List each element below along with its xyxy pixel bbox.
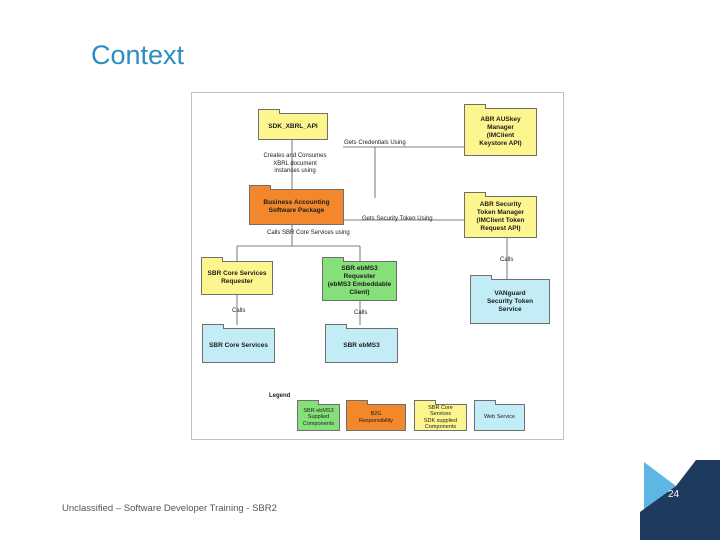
- calls-ebms3-label: Calls: [354, 310, 368, 316]
- core-services-requester-label: SBR Core Services Requester: [207, 270, 267, 285]
- ebms3-requester-box: SBR ebMS3 Requester (ebMS3 Embeddable Cl…: [322, 257, 397, 301]
- navy-shape: [640, 460, 720, 540]
- legend-web-service-swatch: Web Service: [474, 400, 525, 431]
- core-services-label: SBR Core Services: [209, 341, 268, 349]
- core-services-requester-box: SBR Core Services Requester: [201, 257, 273, 295]
- legend-b2g-label: B2G Responsibility: [359, 411, 393, 424]
- core-services-box: SBR Core Services: [202, 324, 275, 363]
- architecture-diagram: SDK_XBRL_API ABR AUSkey Manager (IMClien…: [191, 92, 564, 440]
- legend-web-service-label: Web Service: [483, 414, 516, 421]
- corner-decoration: [640, 460, 720, 540]
- vanguard-service-box: VANguard Security Token Service: [470, 275, 550, 324]
- security-token-manager-label: ABR Security Token Manager (IMClient Tok…: [476, 201, 525, 232]
- legend-title: Legend: [269, 393, 291, 399]
- gets-security-token-label: Gets Security Token Using: [362, 216, 433, 222]
- calls-vanguard-label: Calls: [500, 257, 514, 263]
- connector-lines: [236, 140, 508, 325]
- page-number: 24: [668, 489, 680, 500]
- legend-ebms3-label: SBR ebMS3 Supplied Components: [302, 407, 335, 427]
- sdk-xbrl-api-label: SDK_XBRL_API: [268, 122, 318, 130]
- legend-b2g-swatch: B2G Responsibility: [346, 400, 406, 431]
- business-accounting-label: Business Accounting Software Package: [263, 199, 330, 214]
- ebms3-requester-label: SBR ebMS3 Requester (ebMS3 Embeddable Cl…: [327, 265, 392, 296]
- slide-footer: Unclassified – Software Developer Traini…: [62, 503, 277, 514]
- vanguard-service-label: VANguard Security Token Service: [486, 289, 534, 313]
- ebms3-label: SBR ebMS3: [343, 341, 380, 349]
- calls-core-label: Calls: [232, 308, 246, 314]
- calls-core-services-using-label: Calls SBR Core Services using: [267, 230, 350, 236]
- sdk-xbrl-api-box: SDK_XBRL_API: [258, 109, 328, 140]
- creates-consumes-label: Creates and Consumes XBRL document insta…: [263, 153, 327, 174]
- ebms3-box: SBR ebMS3: [325, 324, 398, 363]
- legend-ebms3-swatch: SBR ebMS3 Supplied Components: [297, 400, 340, 431]
- gets-credentials-label: Gets Credentials Using: [344, 140, 406, 146]
- security-token-manager-box: ABR Security Token Manager (IMClient Tok…: [464, 192, 537, 238]
- business-accounting-box: Business Accounting Software Package: [249, 185, 344, 225]
- legend-core-sdk-label: SBR Core Services SDK supplied Component…: [423, 404, 458, 431]
- light-blue-triangle: [644, 462, 676, 510]
- legend-core-sdk-swatch: SBR Core Services SDK supplied Component…: [414, 400, 467, 431]
- auskey-manager-box: ABR AUSkey Manager (IMClient Keystore AP…: [464, 104, 537, 156]
- auskey-manager-label: ABR AUSkey Manager (IMClient Keystore AP…: [479, 116, 522, 147]
- slide-title: Context: [91, 40, 185, 70]
